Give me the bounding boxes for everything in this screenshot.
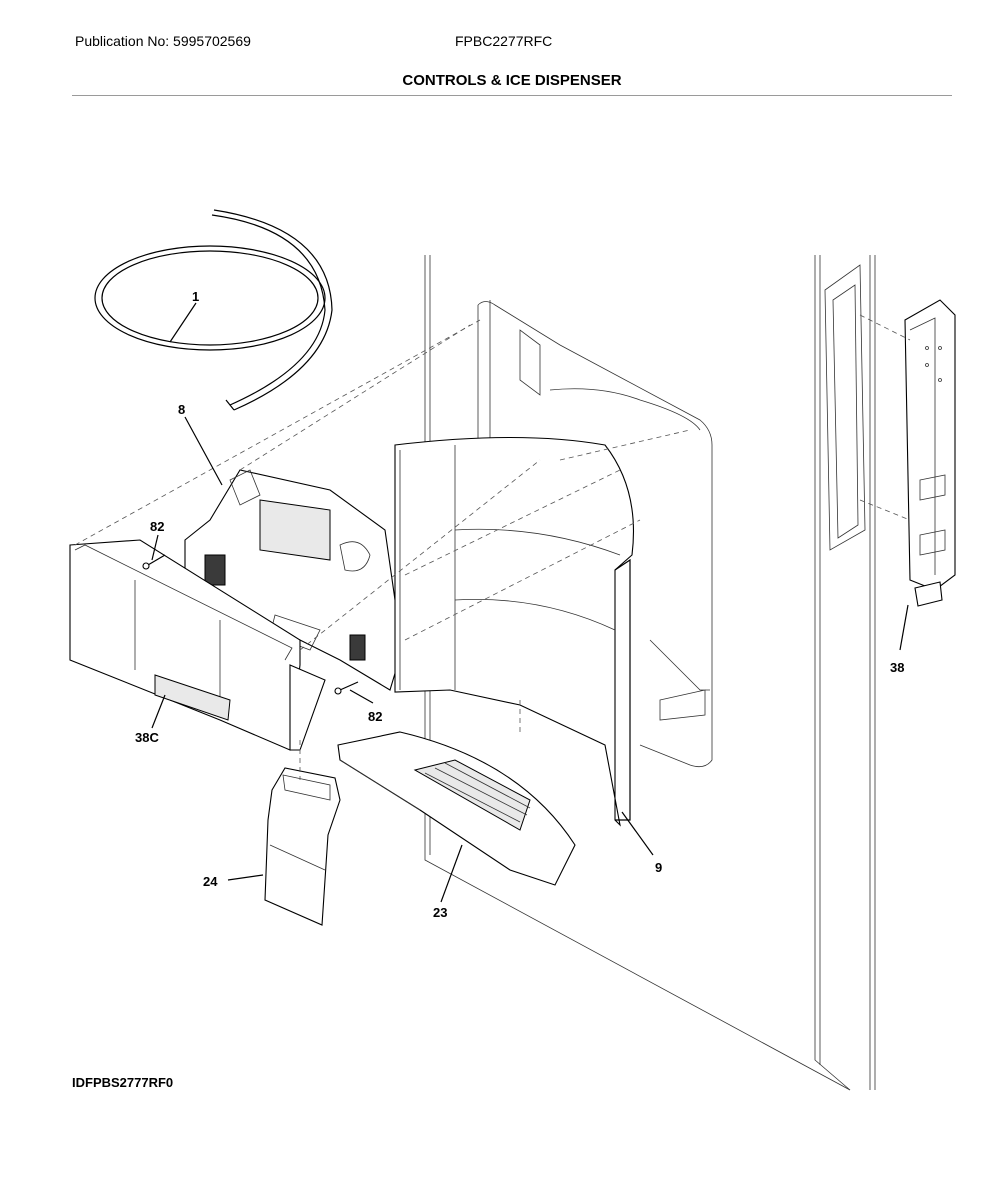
alignment-lines — [74, 314, 911, 780]
ui-mounting-recess — [824, 264, 866, 551]
user-interface-board — [904, 299, 956, 607]
header-divider — [72, 95, 952, 96]
section-title: CONTROLS & ICE DISPENSER — [402, 72, 622, 89]
callout-1: 1 — [192, 289, 199, 304]
screw-82-upper — [142, 554, 166, 570]
callout-23: 23 — [433, 905, 447, 920]
dispenser-front-panel — [69, 539, 326, 751]
dispenser-back-panel — [394, 436, 635, 827]
dispenser-paddle — [264, 767, 341, 926]
diagram-id: IDFPBS2777RF0 — [72, 1075, 174, 1090]
publication-number: Publication No: 5995702569 — [75, 33, 251, 49]
callout-9: 9 — [655, 860, 662, 875]
callout-8: 8 — [178, 402, 185, 417]
model-number: FPBC2277RFC — [455, 33, 553, 49]
water-tube-coil — [94, 209, 333, 411]
callout-38c: 38C — [135, 730, 159, 745]
callout-82-upper: 82 — [150, 519, 164, 534]
actuator-assembly — [184, 469, 406, 691]
callout-82-lower: 82 — [368, 709, 382, 724]
callout-38: 38 — [890, 660, 904, 675]
screw-82-lower — [334, 681, 359, 695]
leader-lines — [151, 302, 909, 903]
callout-24: 24 — [203, 874, 218, 889]
dispenser-recess — [477, 300, 713, 768]
drip-tray — [337, 731, 576, 886]
